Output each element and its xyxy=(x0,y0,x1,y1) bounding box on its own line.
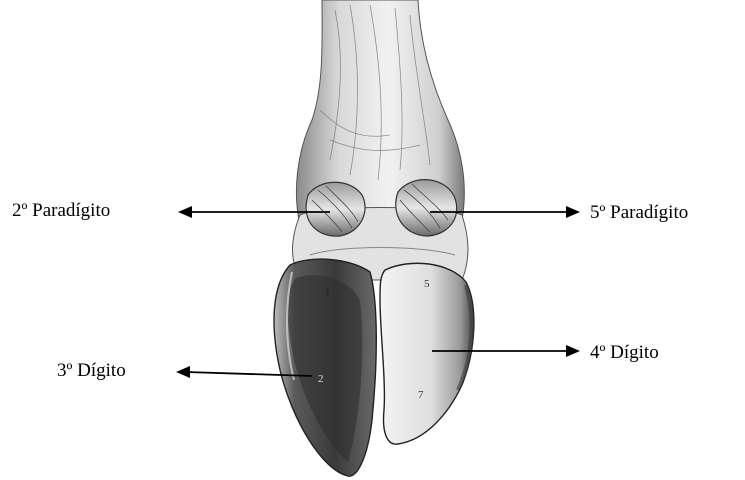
drawing-number-1: 1 xyxy=(325,287,331,299)
dewclaw-left xyxy=(306,182,365,236)
dewclaw-right xyxy=(396,180,457,236)
drawing-number-7: 7 xyxy=(418,389,424,401)
claw-third-rim xyxy=(288,275,363,462)
claw-fourth-digit xyxy=(380,263,474,444)
label-fourth-digit: 4º Dígito xyxy=(590,342,659,364)
drawing-number-5: 5 xyxy=(424,278,430,290)
label-third-digit: 3º Dígito xyxy=(57,360,126,382)
label-fifth-paradigit: 5º Paradígito xyxy=(590,202,688,224)
label-second-paradigit: 2º Paradígito xyxy=(12,200,110,222)
drawing-number-2: 2 xyxy=(318,373,324,385)
